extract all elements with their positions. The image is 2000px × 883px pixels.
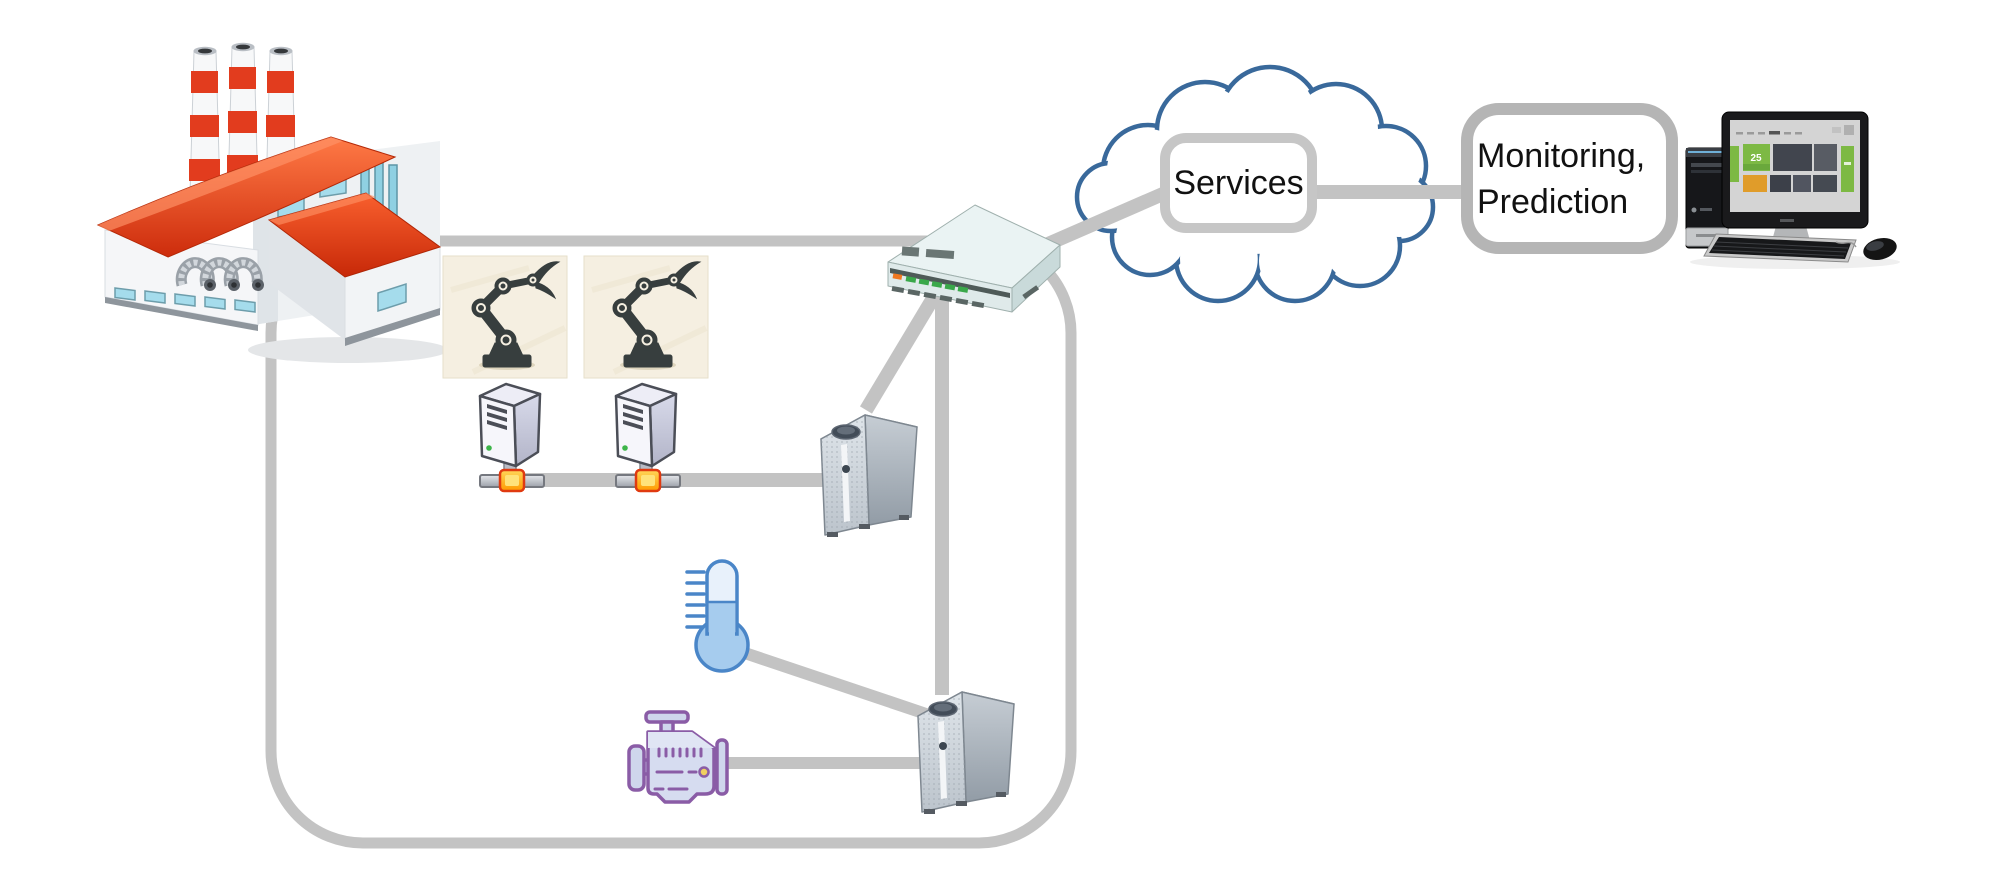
- robot-cell-1-icon: [443, 256, 567, 378]
- engine-icon: [627, 710, 729, 804]
- plant-network-loop-line: [265, 235, 1077, 849]
- switch-to-gateway1-line: [859, 286, 945, 414]
- factory-icon: [96, 42, 448, 363]
- screen-dashboard: 25: [1730, 125, 1854, 192]
- monitor-icon: 25: [1721, 111, 1869, 257]
- monitoring-prediction-node: Monitoring, Prediction: [1461, 103, 1678, 254]
- robot-cell-2-icon: [584, 256, 708, 378]
- services-label: Services: [1173, 163, 1304, 202]
- workstation-icon: 25: [1685, 111, 1900, 269]
- monitoring-label-line1: Monitoring,: [1477, 136, 1646, 175]
- keyboard-icon: [1703, 233, 1857, 263]
- thermometer-icon: [685, 559, 750, 673]
- network-switch-icon: [887, 204, 1061, 313]
- plc-server-1-icon: [478, 382, 546, 493]
- connector-lines: [265, 235, 1077, 849]
- gateway-server-2-icon: [917, 691, 1015, 815]
- plc-server-2-icon: [614, 382, 682, 493]
- monitoring-label-line2: Prediction: [1477, 182, 1629, 221]
- mouse-icon: [1835, 238, 1897, 260]
- services-node: Services: [1160, 133, 1317, 233]
- gateway-server-1-icon: [820, 414, 918, 538]
- thermometer-link-line: [728, 642, 937, 723]
- tile-count-label: 25: [1750, 153, 1762, 164]
